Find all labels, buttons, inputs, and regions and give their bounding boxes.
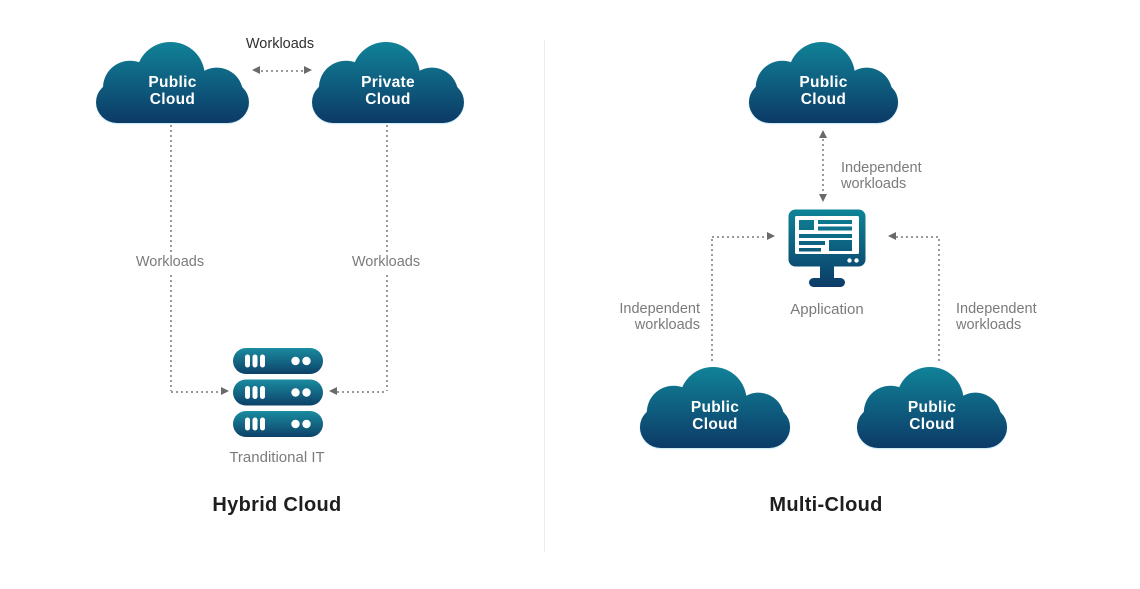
arrowhead-left-icon xyxy=(888,232,896,240)
dotted-line-elbow-br xyxy=(896,236,939,238)
independent-workloads-label-left: Independent workloads xyxy=(619,301,700,333)
cloud-icon xyxy=(96,41,249,123)
workloads-label-left: Workloads xyxy=(118,253,222,273)
independent-workloads-label-top: Independent workloads xyxy=(841,160,922,192)
application-label: Application xyxy=(790,301,864,318)
arrowhead-left-icon xyxy=(329,387,337,395)
arrowhead-left-icon xyxy=(252,66,260,74)
cloud-label: Private Cloud xyxy=(361,74,415,108)
dotted-line-elbow-left xyxy=(171,391,221,393)
cloud-icon xyxy=(748,41,899,123)
dotted-line-bottom-right xyxy=(938,239,940,361)
cloud-icon xyxy=(312,41,464,123)
multi-cloud-title: Multi-Cloud xyxy=(769,494,883,516)
workloads-label-right: Workloads xyxy=(334,253,438,273)
public-cloud-left: Public Cloud xyxy=(92,38,253,123)
cloud-label: Public Cloud xyxy=(690,399,740,433)
public-cloud-bottom-right: Public Cloud xyxy=(853,363,1011,448)
dotted-line-clouds xyxy=(261,70,303,72)
dotted-line-elbow-bl xyxy=(712,236,767,238)
section-divider xyxy=(544,40,545,552)
dotted-line-elbow-right xyxy=(337,391,387,393)
cloud-label: Public Cloud xyxy=(799,74,848,108)
public-cloud-bottom-left: Public Cloud xyxy=(636,363,794,448)
dotted-line-cloud-to-app xyxy=(822,139,824,194)
arrowhead-right-icon xyxy=(304,66,312,74)
private-cloud: Private Cloud xyxy=(308,38,468,123)
arrowhead-down-icon xyxy=(819,194,827,202)
cloud-icon xyxy=(639,366,791,448)
server-stack-icon xyxy=(233,348,323,437)
dotted-line-bottom-left xyxy=(711,239,713,361)
independent-workloads-label-right: Independent workloads xyxy=(956,301,1037,333)
cloud-icon xyxy=(856,366,1008,448)
monitor-icon xyxy=(787,208,867,292)
traditional-it-label: Tranditional IT xyxy=(229,449,325,466)
hybrid-cloud-title: Hybrid Cloud xyxy=(212,494,342,516)
workloads-label-top: Workloads xyxy=(245,36,315,52)
cloud-label: Public Cloud xyxy=(907,399,957,433)
arrowhead-up-icon xyxy=(819,130,827,138)
arrowhead-right-icon xyxy=(767,232,775,240)
arrowhead-right-icon xyxy=(221,387,229,395)
cloud-label: Public Cloud xyxy=(148,74,197,108)
public-cloud-top: Public Cloud xyxy=(745,38,902,123)
